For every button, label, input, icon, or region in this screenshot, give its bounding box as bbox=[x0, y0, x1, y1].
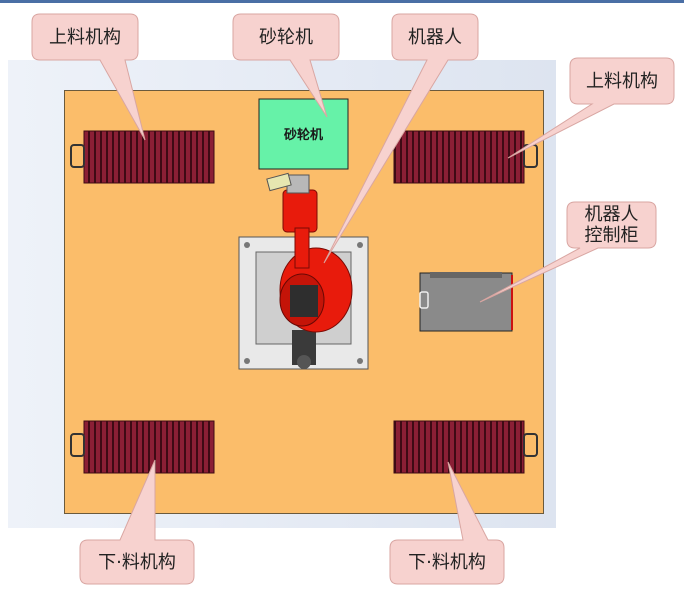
unloading-rack-bottom-right bbox=[393, 420, 538, 474]
label-robot: 机器人 bbox=[408, 27, 462, 48]
callout-controller bbox=[479, 201, 657, 303]
unloading-rack-bottom-left bbox=[70, 420, 215, 474]
label-controller-line2: 控制柜 bbox=[584, 225, 639, 246]
callout-grinder bbox=[232, 13, 340, 118]
callout-loading-left bbox=[31, 13, 146, 141]
grinder-box bbox=[258, 98, 349, 170]
label-loading-right: 上料机构 bbox=[586, 71, 658, 92]
loading-rack-top-right bbox=[393, 130, 538, 184]
controller-cabinet bbox=[419, 272, 513, 332]
grinder-box-text: 砂轮机 bbox=[284, 128, 324, 143]
label-unloading-left: 下·料机构 bbox=[98, 552, 176, 573]
robot-arm bbox=[266, 172, 353, 369]
label-unloading-right: 下·料机构 bbox=[408, 552, 486, 573]
callout-unloading-right bbox=[389, 461, 505, 585]
callout-unloading-left bbox=[79, 459, 195, 585]
label-loading-left: 上料机构 bbox=[49, 27, 121, 48]
loading-rack-top-left bbox=[70, 130, 215, 184]
top-border-line bbox=[0, 0, 684, 3]
label-controller-line1: 机器人 bbox=[584, 204, 639, 225]
callout-loading-right bbox=[507, 57, 675, 159]
label-grinder: 砂轮机 bbox=[259, 27, 313, 48]
callout-robot bbox=[323, 13, 479, 264]
